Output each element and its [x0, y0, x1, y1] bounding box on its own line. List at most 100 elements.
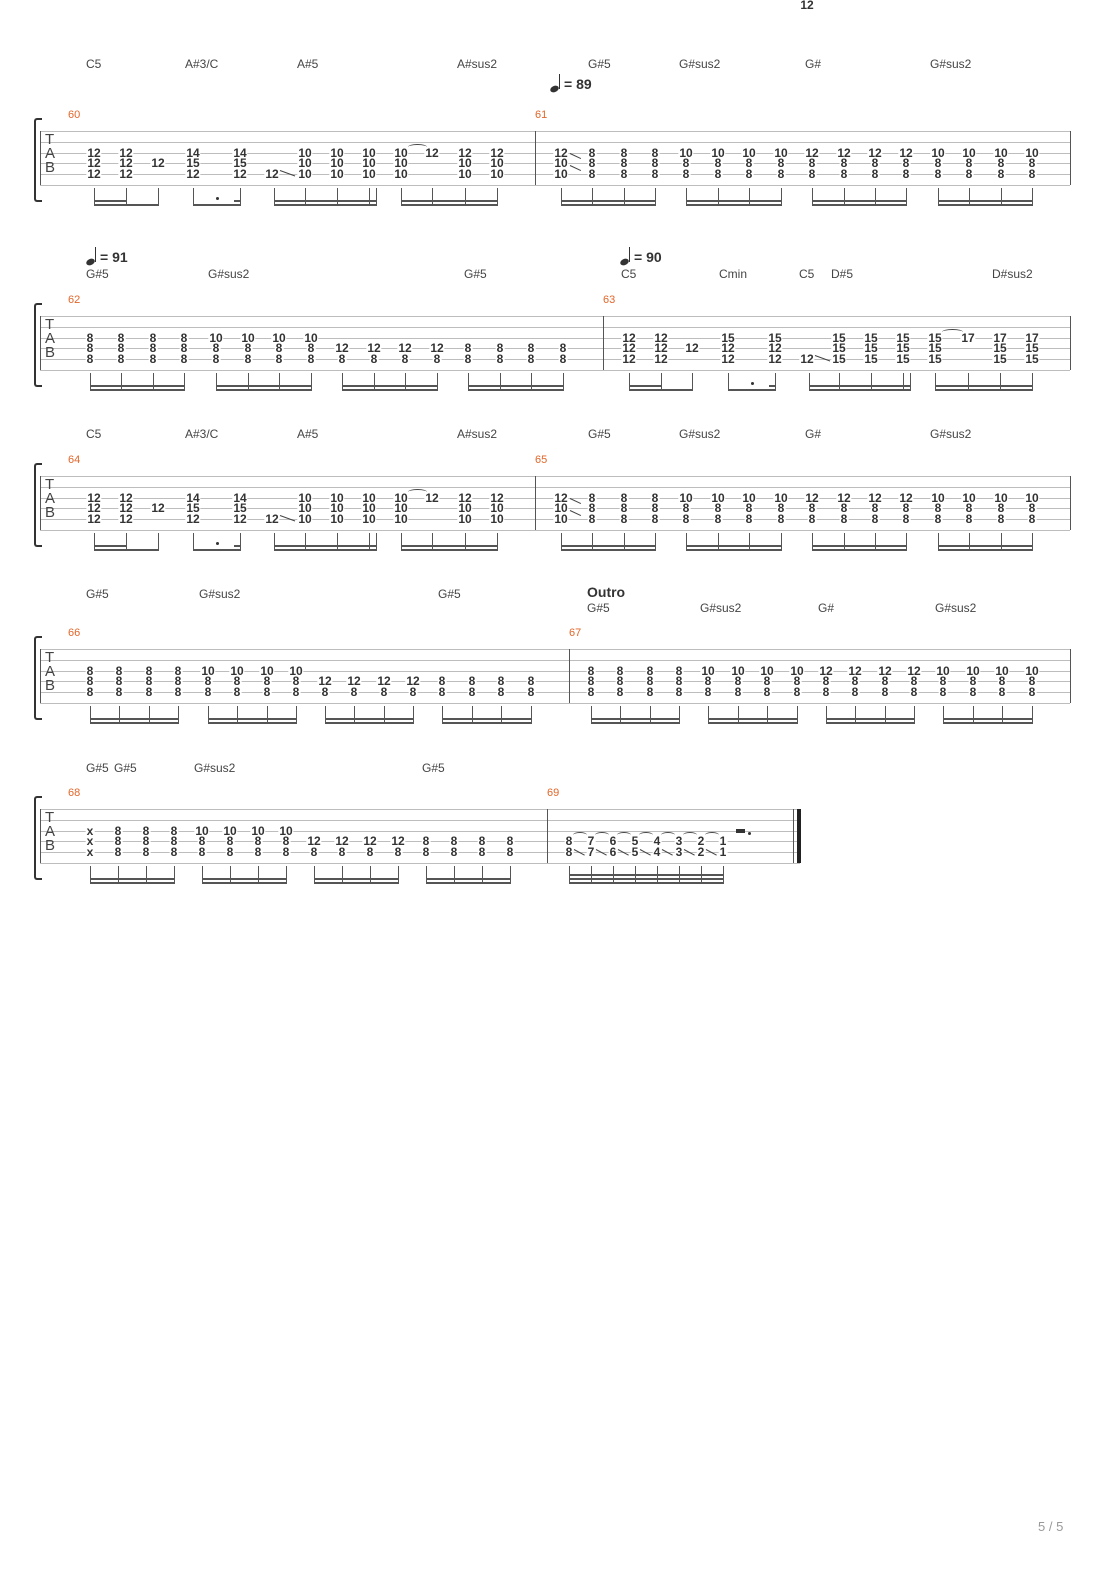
note-stem — [650, 706, 651, 724]
fret-number: 8 — [870, 512, 880, 527]
note-beam — [193, 204, 241, 206]
fret-number: 8 — [400, 352, 410, 367]
fret-number: 8 — [253, 834, 263, 849]
fret-number: 8 — [880, 685, 890, 700]
fret-number: 8 — [821, 685, 831, 700]
fret-number: 12 — [767, 352, 783, 367]
chord-label: G#sus2 — [935, 601, 977, 615]
fret-number: 8 — [645, 663, 655, 678]
note-stem — [482, 866, 483, 884]
fret-number: 12 — [621, 330, 637, 345]
note-stem — [374, 373, 375, 391]
fret-number: 10 — [935, 663, 951, 678]
fret-number: 8 — [650, 167, 660, 182]
tempo-marking: = 91 — [85, 247, 128, 267]
tab-string-line — [40, 476, 1070, 477]
fret-number: 12 — [818, 663, 834, 678]
measure-number: 63 — [603, 294, 616, 306]
fret-number: 8 — [148, 352, 158, 367]
note-stem — [968, 373, 969, 391]
note-stem — [855, 706, 856, 724]
fret-number: 8 — [964, 512, 974, 527]
note-stem — [267, 706, 268, 724]
fret-number: 8 — [792, 674, 802, 689]
note-stem — [432, 533, 433, 551]
note-stem — [240, 188, 241, 206]
fret-number: 10 — [553, 167, 569, 182]
note-beam — [943, 722, 1033, 724]
fret-number: 15 — [992, 352, 1008, 367]
tab-string-line — [40, 131, 1070, 132]
fret-number: 10 — [553, 512, 569, 527]
staff-bracket — [34, 303, 42, 387]
note-stem — [337, 188, 338, 206]
fret-number: 8 — [203, 685, 213, 700]
note-stem — [938, 188, 939, 206]
fret-number: 8 — [1027, 501, 1037, 516]
chord-label: A#3/C — [185, 57, 219, 71]
fret-number: 8 — [1027, 156, 1037, 171]
note-beam — [686, 545, 782, 547]
note-stem — [258, 866, 259, 884]
tab-clef-letter: A — [45, 490, 56, 507]
note-stem — [432, 188, 433, 206]
tab-string-line — [40, 819, 800, 821]
chord-label: Cmin — [719, 267, 748, 281]
fret-number: 8 — [496, 685, 506, 700]
final-barline — [797, 809, 801, 863]
note-beam — [569, 874, 724, 876]
note-stem — [158, 188, 159, 206]
tab-string-line — [40, 852, 800, 854]
fret-number: 10 — [993, 145, 1009, 160]
fret-number: 12 — [405, 674, 421, 689]
fret-number: 8 — [792, 685, 802, 700]
note-beam — [591, 722, 680, 724]
fret-number: 15 — [927, 341, 943, 356]
slide-mark — [569, 165, 582, 172]
note-beam — [216, 385, 312, 387]
note-beam — [561, 200, 656, 202]
fret-number: 8 — [169, 845, 179, 860]
note-stem — [376, 188, 377, 206]
fret-number: 12 — [429, 341, 445, 356]
tempo-marking: = 89 — [549, 74, 592, 94]
note-stem — [903, 373, 904, 391]
fret-number: 8 — [650, 156, 660, 171]
fret-number: 10 — [229, 663, 245, 678]
fret-number: 12 — [185, 167, 201, 182]
fret-number: 8 — [232, 674, 242, 689]
note-stem — [1000, 373, 1001, 391]
chord-label: C5 — [86, 57, 102, 71]
note-stem — [398, 866, 399, 884]
fret-number: 8 — [964, 167, 974, 182]
note-beam — [90, 718, 179, 720]
fret-number: 15 — [992, 341, 1008, 356]
fret-number: 10 — [271, 330, 287, 345]
fret-number: 10 — [240, 330, 256, 345]
page-number: 5 / 5 — [1038, 1519, 1064, 1534]
chord-label: G#sus2 — [208, 267, 250, 281]
fret-number: 17 — [960, 330, 976, 345]
tab-string-line — [40, 703, 1070, 704]
fret-number: 8 — [281, 834, 291, 849]
note-stem — [237, 706, 238, 724]
fret-number: 8 — [901, 512, 911, 527]
measure-number: 69 — [547, 787, 560, 799]
note-stem — [354, 706, 355, 724]
note-stem — [94, 188, 95, 206]
chord-label: G#5 — [422, 761, 445, 775]
fret-number: 15 — [863, 352, 879, 367]
fret-number: 8 — [437, 674, 447, 689]
note-beam — [90, 882, 175, 884]
note-beam — [325, 722, 414, 724]
note-beam — [826, 718, 915, 720]
note-beam — [342, 385, 438, 387]
fret-number: 8 — [645, 685, 655, 700]
fret-number: 8 — [85, 341, 95, 356]
note-stem — [563, 373, 564, 391]
chord-label: D#5 — [831, 267, 854, 281]
fret-number: 8 — [281, 845, 291, 860]
fret-number: 12 — [653, 341, 669, 356]
fret-number: 15 — [927, 352, 943, 367]
